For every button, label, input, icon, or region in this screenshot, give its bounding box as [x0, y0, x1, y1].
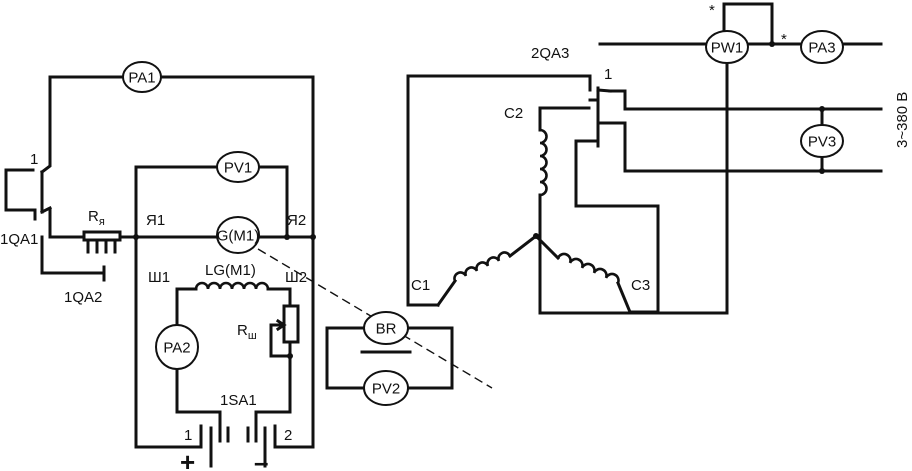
- breaker-1qa2: 1QA2: [40, 235, 106, 306]
- ammeter-pa2-label: PA2: [163, 340, 190, 357]
- resistor-rya: Rя: [82, 208, 122, 254]
- supply-voltage-label: 3~380 В: [894, 92, 911, 148]
- breaker-2qa3-pole: 1: [604, 66, 612, 83]
- voltmeter-pv3-label: PV3: [808, 134, 836, 151]
- ammeter-pa3-label: PA3: [808, 40, 835, 57]
- breaker-1qa1-label: 1QA1: [0, 231, 38, 248]
- field-winding-label: LG(M1): [205, 262, 256, 279]
- voltmeter-pv2-label: PV2: [372, 381, 400, 398]
- voltmeter-pv1: PV1: [216, 151, 260, 183]
- ammeter-pa1-label: PA1: [128, 70, 155, 87]
- motor-winding-c2: [539, 128, 548, 197]
- field-circuit: Ш1 LG(M1) Ш2 Rш: [148, 262, 307, 430]
- switch-1sa1-label: 1SA1: [220, 392, 257, 409]
- tachometer-br-label: BR: [376, 321, 397, 338]
- breaker-1qa1: 1 1QA1: [0, 151, 86, 248]
- motor-winding-c1: [435, 233, 539, 308]
- dc-plus-terminal: +: [180, 447, 195, 471]
- switch-1sa1: 1SA1 1 2 + –: [134, 235, 315, 471]
- ammeter-pa1: PA1: [122, 61, 162, 93]
- pa1-wiring: [48, 75, 315, 449]
- wattmeter-pw1: PW1 * *: [705, 2, 803, 64]
- ammeter-pa3: PA3: [800, 30, 883, 64]
- wattmeter-pw1-label: PW1: [711, 40, 744, 57]
- switch-position-2: 2: [284, 427, 292, 444]
- terminal-ya1: Я1: [146, 212, 165, 229]
- motor-wiring: C2 C1 C3: [406, 60, 729, 315]
- terminal-sh1: Ш1: [148, 269, 170, 286]
- dc-minus-terminal: –: [254, 447, 268, 471]
- breaker-1qa2-label: 1QA2: [64, 289, 102, 306]
- wattmeter-star-1: *: [709, 2, 715, 19]
- motor-winding-c3: [533, 233, 632, 314]
- rheostat-rsh-label: Rш: [237, 322, 257, 342]
- breaker-2qa3-label: 2QA3: [531, 45, 569, 62]
- generator-g-m1: G(M1): [216, 216, 260, 254]
- generator-g-m1-label: G(M1): [217, 228, 260, 245]
- breaker-1qa1-pole: 1: [30, 151, 38, 168]
- resistor-rya-label: Rя: [88, 208, 105, 228]
- breaker-2qa3: 2QA3 1: [406, 42, 883, 173]
- tachometer-br: BR: [325, 311, 454, 390]
- voltmeter-pv3: PV3: [800, 106, 844, 174]
- voltmeter-pv1-label: PV1: [224, 160, 252, 177]
- switch-position-1: 1: [184, 427, 192, 444]
- terminal-ya2: Я2: [287, 212, 306, 229]
- wattmeter-star-2: *: [781, 31, 787, 48]
- motor-terminal-c3: C3: [631, 277, 650, 294]
- terminal-sh2: Ш2: [285, 269, 307, 286]
- ammeter-pa2: PA2: [155, 324, 199, 370]
- motor-terminal-c1: C1: [411, 277, 430, 294]
- motor-terminal-c2: C2: [504, 105, 523, 122]
- voltmeter-pv2: PV2: [363, 370, 409, 406]
- armature-wiring: Я1 Я2: [118, 165, 316, 240]
